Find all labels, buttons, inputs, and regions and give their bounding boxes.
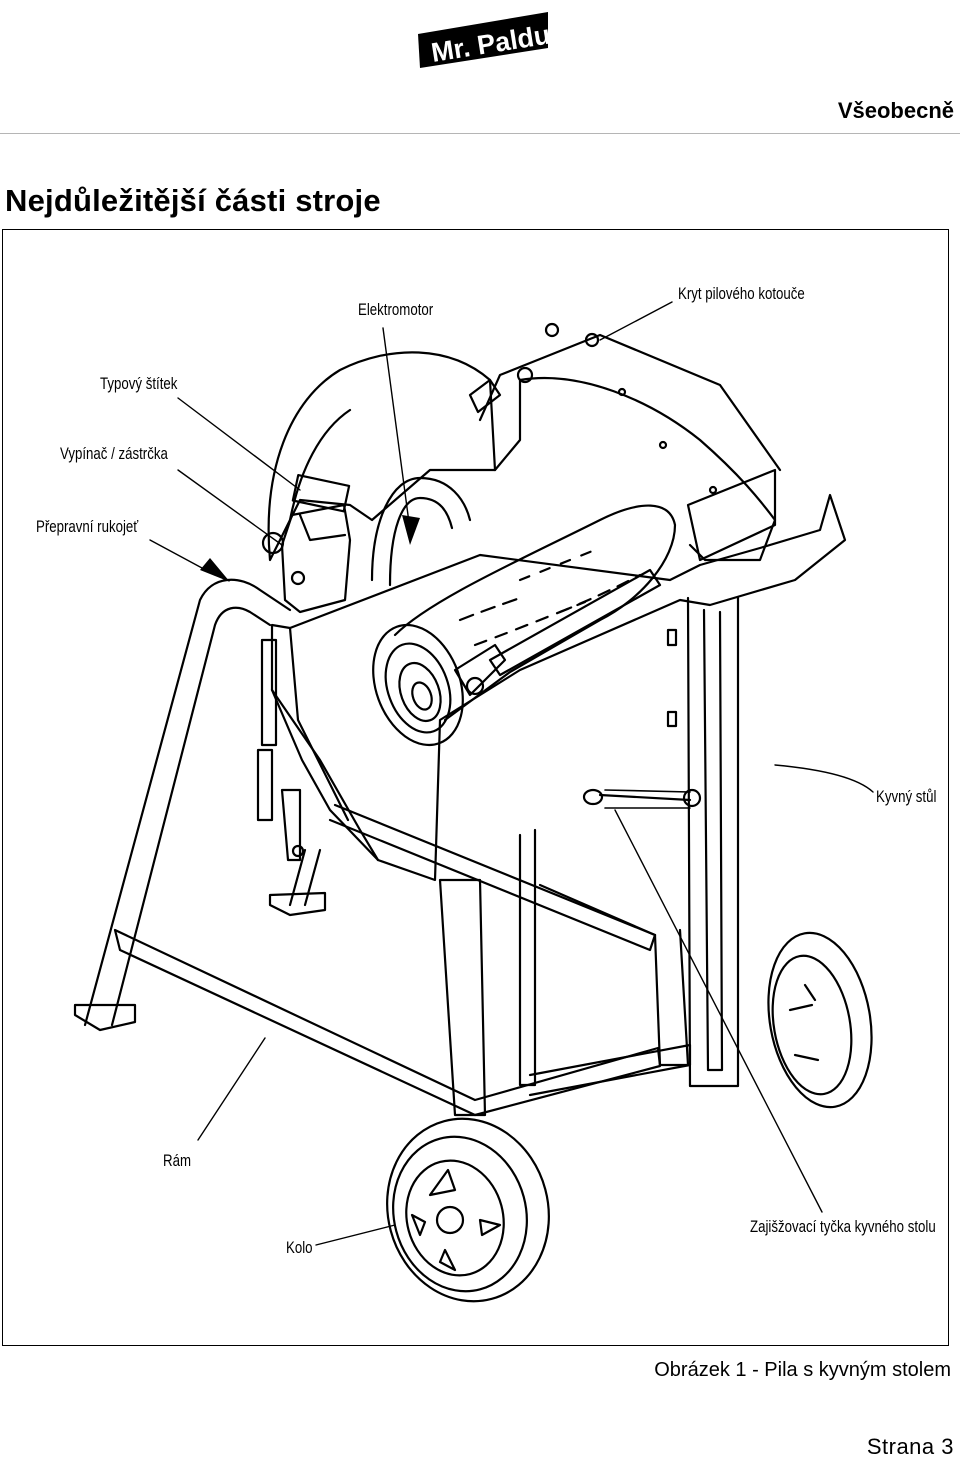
label-locking-rod: Zajišžovací tyčka kyvného stolu [750, 1217, 936, 1236]
figure-frame [2, 229, 949, 1346]
label-type-plate: Typový štítek [100, 374, 178, 393]
label-electric-motor: Elektromotor [358, 300, 434, 319]
label-transport-handle: Přepravní rukojeť [36, 517, 139, 536]
label-switch-plug: Vypínač / zástrčka [60, 444, 168, 463]
section-title: Všeobecně [837, 98, 954, 123]
label-frame: Rám [163, 1151, 192, 1170]
label-blade-guard: Kryt pilového kotouče [678, 284, 805, 303]
label-swing-table: Kyvný stůl [876, 787, 937, 806]
header-divider [0, 133, 960, 134]
label-wheel: Kolo [286, 1238, 313, 1257]
brand-logo: Mr. Paldu [416, 8, 552, 68]
page-title: Nejdůležitější části stroje [5, 183, 381, 218]
figure-caption: Obrázek 1 - Pila s kyvným stolem [654, 1359, 951, 1381]
page-number: Strana 3 [866, 1434, 954, 1459]
